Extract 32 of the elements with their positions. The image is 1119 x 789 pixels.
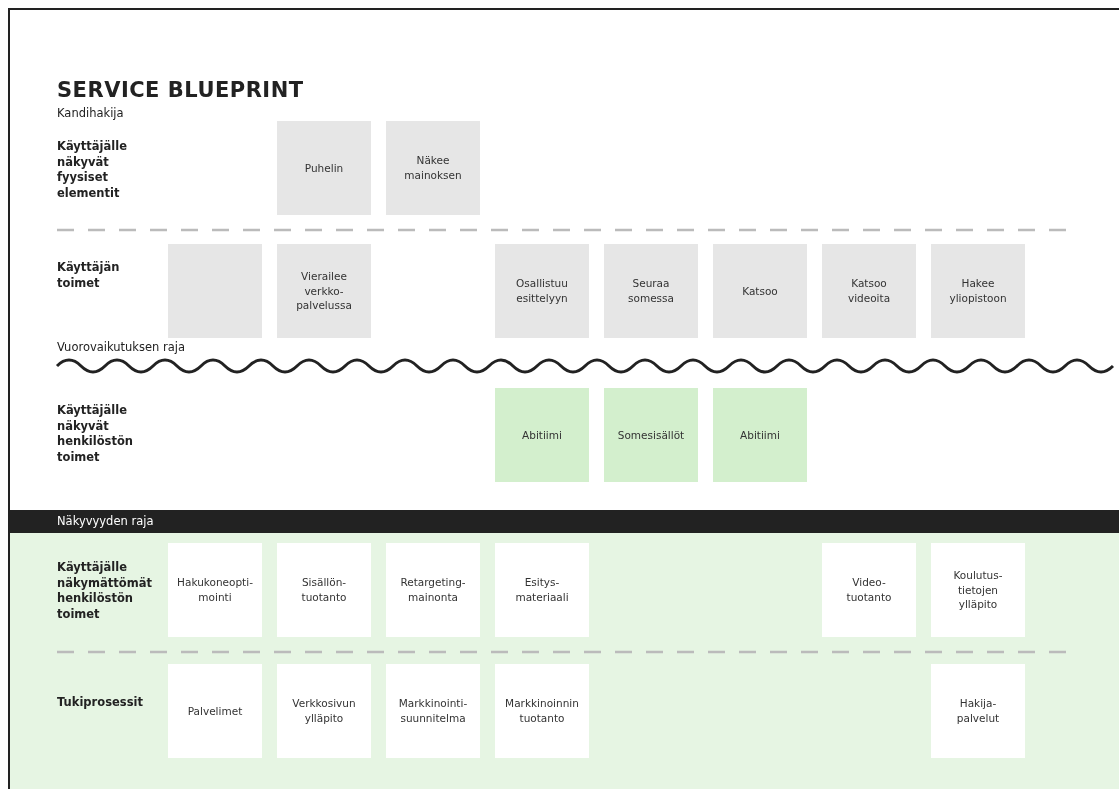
row-heading: Tukiprosessit [57,695,144,711]
step-card: Seuraa somessa [604,244,698,338]
step-card: Hakee yliopistoon [931,244,1025,338]
step-card: Katsoo videoita [822,244,916,338]
step-card: Verkkosivun ylläpito [277,664,371,758]
step-card: Hakukoneopti- mointi [168,543,262,637]
step-card: Vierailee verkko- palvelussa [277,244,371,338]
step-card: Retargeting- mainonta [386,543,480,637]
boundary-band: Näkyvyyden raja [10,510,1119,533]
row-heading: Käyttäjän toimet [57,260,121,292]
step-card: Näkee mainoksen [386,121,480,215]
step-card: Osallistuu esittelyyn [495,244,589,338]
step-card: Markkinointi- suunnitelma [386,664,480,758]
row-heading: Käyttäjälle näkyvät fyysiset elementit [57,139,128,202]
title: SERVICE BLUEPRINT [57,77,304,104]
subtitle: Kandihakija [57,106,125,122]
step-card: Katsoo [713,244,807,338]
step-card: Hakija- palvelut [931,664,1025,758]
step-card: Abitiimi [495,388,589,482]
step-card: Markkinoinnin tuotanto [495,664,589,758]
step-card: Koulutus- tietojen ylläpito [931,543,1025,637]
row-heading: Käyttäjälle näkyvät henkilöstön toimet [57,403,135,466]
step-card: Puhelin [277,121,371,215]
boundary-label: Vuorovaikutuksen raja [57,340,187,356]
step-card [168,244,262,338]
step-card: Video- tuotanto [822,543,916,637]
row-heading: Käyttäjälle näkymättömät henkilöstön toimet [57,560,153,623]
step-card: Sisällön- tuotanto [277,543,371,637]
step-card: Somesisällöt [604,388,698,482]
step-card: Esitys- materiaali [495,543,589,637]
step-card: Abitiimi [713,388,807,482]
step-card: Palvelimet [168,664,262,758]
